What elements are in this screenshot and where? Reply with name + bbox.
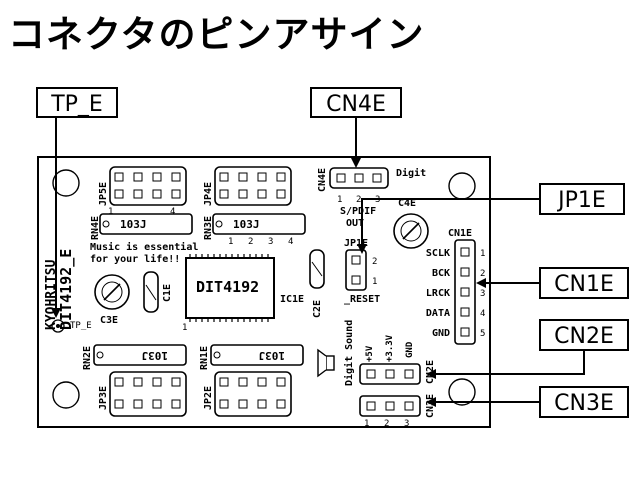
cn4e-digit-label: Digit bbox=[396, 167, 426, 179]
jp2e-label: JP2E bbox=[203, 386, 214, 410]
mounting-hole-top-left bbox=[52, 169, 80, 197]
jp3e-label: JP3E bbox=[98, 386, 109, 410]
callout-cn2e: CN2E bbox=[539, 319, 629, 351]
jp5e-header bbox=[109, 166, 187, 206]
slogan-line-1: Music is essential bbox=[90, 241, 198, 253]
ic1e-part-number: DIT4192 bbox=[196, 278, 259, 296]
rn3e-pin-4: 4 bbox=[288, 237, 293, 247]
digit-sound-label: Digit Sound bbox=[343, 320, 355, 386]
callout-tp-e: TP_E bbox=[36, 87, 118, 118]
rn3e-resistor-network bbox=[212, 213, 306, 235]
cn1e-signal-sclk: SCLK bbox=[426, 248, 450, 259]
rn1e-resistor-network bbox=[210, 344, 304, 366]
cn1e-signal-lrck: LRCK bbox=[426, 288, 450, 299]
cn4e-board-label: CN4E bbox=[317, 168, 328, 192]
rn2e-value: 103J bbox=[142, 349, 169, 362]
rn4e-pin4: 4 bbox=[170, 207, 175, 217]
speaker-icon bbox=[317, 348, 335, 378]
cn1e-pin-5: 5 bbox=[480, 329, 485, 339]
tp-e-center bbox=[56, 324, 60, 328]
cn4e-connector bbox=[329, 167, 389, 189]
arrow-cn2e bbox=[426, 350, 585, 379]
cn3e-pin-1: 1 bbox=[364, 419, 369, 429]
cn2e-connector bbox=[359, 363, 421, 385]
c3e-trimmer bbox=[94, 274, 130, 310]
cn2e-board-label: CN2E bbox=[425, 360, 436, 384]
callout-cn3e-text: CN3E bbox=[554, 391, 614, 416]
callout-cn4e-text: CN4E bbox=[326, 92, 386, 117]
power-gnd-label: GND bbox=[405, 341, 415, 358]
slogan-line-2: for your life!! bbox=[90, 253, 180, 265]
rn1e-value: 103J bbox=[259, 349, 286, 362]
mounting-hole-bottom-left bbox=[52, 381, 80, 409]
cn1e-pin-2: 2 bbox=[480, 269, 485, 279]
jp1e-pin-1: 1 bbox=[372, 277, 377, 287]
rn4e-resistor-network bbox=[99, 213, 193, 235]
callout-cn1e-text: CN1E bbox=[554, 272, 614, 297]
callout-tp-e-text: TP_E bbox=[50, 92, 103, 117]
jp4e-label: JP4E bbox=[203, 182, 214, 206]
c4e-trimmer bbox=[393, 213, 429, 249]
ic1e-pin1: 1 bbox=[182, 323, 187, 333]
rn3e-label: RN3E bbox=[203, 216, 214, 240]
jp4e-header bbox=[214, 166, 292, 206]
reset-label: _RESET bbox=[344, 294, 380, 305]
tp-e-board-label: TP_E bbox=[70, 321, 92, 331]
c3e-label: C3E bbox=[100, 315, 118, 326]
cn3e-pin-2: 2 bbox=[384, 419, 389, 429]
arrow-jp1e bbox=[357, 198, 540, 254]
callout-cn2e-text: CN2E bbox=[554, 324, 614, 349]
cn3e-pin-3: 3 bbox=[404, 419, 409, 429]
cn1e-board-label: CN1E bbox=[448, 228, 472, 239]
out-label: OUT bbox=[346, 218, 364, 229]
rn3e-value: 103J bbox=[233, 218, 260, 231]
power-5v-label: +5V bbox=[365, 345, 375, 362]
cn1e-pin-1: 1 bbox=[480, 249, 485, 259]
page-title: コネクタのピンアサイン bbox=[8, 13, 425, 56]
rn4e-pin1: 1 bbox=[108, 207, 113, 217]
callout-jp1e-text: JP1E bbox=[556, 188, 606, 213]
rn2e-resistor-network bbox=[93, 344, 187, 366]
cn1e-signal-data: DATA bbox=[426, 308, 450, 319]
c2e-label: C2E bbox=[312, 300, 323, 318]
model-label: DIT4192_E bbox=[57, 249, 75, 330]
callout-jp1e: JP1E bbox=[539, 183, 625, 215]
cn1e-pin-4: 4 bbox=[480, 309, 485, 319]
jp2e-header bbox=[214, 371, 292, 417]
power-33v-label: +3.3V bbox=[385, 334, 395, 362]
callout-cn1e: CN1E bbox=[539, 267, 629, 299]
rn3e-pin-1: 1 bbox=[228, 237, 233, 247]
cn1e-connector bbox=[454, 239, 476, 345]
c1e-label: C1E bbox=[162, 284, 173, 302]
rn3e-pin-3: 3 bbox=[268, 237, 273, 247]
cn4e-pin-2: 2 bbox=[356, 195, 361, 205]
jp1e-pin-2: 2 bbox=[372, 257, 377, 267]
spdif-label: S/PDIF bbox=[340, 206, 376, 217]
rn4e-value: 103J bbox=[120, 218, 147, 231]
cn3e-board-label: CN3E bbox=[425, 394, 436, 418]
cn3e-connector bbox=[359, 395, 421, 417]
c2e-capacitor bbox=[309, 249, 325, 289]
cn4e-pin-1: 1 bbox=[337, 195, 342, 205]
jp3e-header bbox=[109, 371, 187, 417]
cn1e-signal-bck: BCK bbox=[432, 268, 450, 279]
rn4e-label: RN4E bbox=[90, 216, 101, 240]
rn1e-label: RN1E bbox=[199, 346, 210, 370]
tp-e-ring bbox=[51, 319, 65, 333]
ic1e-chip bbox=[185, 254, 275, 322]
callout-cn4e: CN4E bbox=[310, 87, 402, 118]
jp1e-board-label: JP1E bbox=[344, 238, 368, 249]
cn1e-pin-3: 3 bbox=[480, 289, 485, 299]
jp1e-jumper bbox=[345, 249, 367, 291]
c4e-label: C4E bbox=[398, 198, 416, 209]
rn3e-pin-2: 2 bbox=[248, 237, 253, 247]
cn1e-signal-gnd: GND bbox=[432, 328, 450, 339]
rn2e-label: RN2E bbox=[82, 346, 93, 370]
jp5e-label: JP5E bbox=[98, 182, 109, 206]
callout-cn3e: CN3E bbox=[539, 386, 629, 418]
ic1e-ref: IC1E bbox=[280, 294, 304, 305]
c1e-capacitor bbox=[143, 271, 159, 313]
mounting-hole-bottom-right bbox=[448, 378, 476, 406]
